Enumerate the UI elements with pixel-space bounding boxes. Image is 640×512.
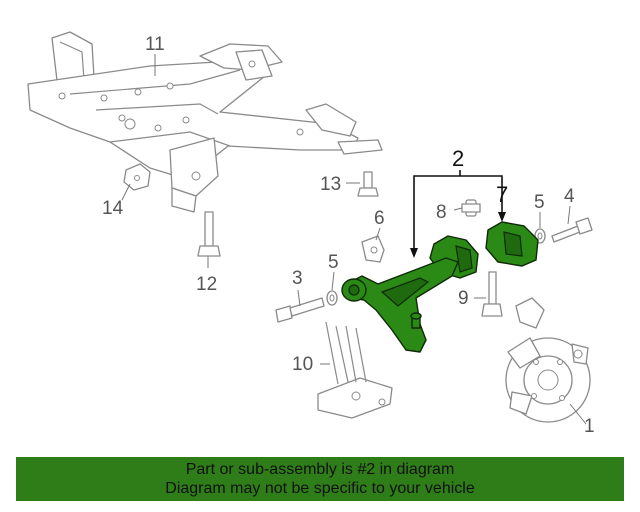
bushing-through-bolt[interactable] bbox=[551, 217, 593, 243]
callout-3: 3 bbox=[292, 268, 303, 289]
control-arm-bushing-highlighted[interactable] bbox=[485, 221, 539, 267]
sensor-bracket[interactable] bbox=[361, 235, 385, 263]
steering-knuckle[interactable] bbox=[505, 297, 591, 423]
callout-5a: 5 bbox=[328, 252, 339, 273]
bushing-bolt-short[interactable] bbox=[461, 199, 481, 217]
callout-9: 9 bbox=[458, 288, 469, 309]
small-bracket[interactable] bbox=[123, 163, 151, 191]
callout-7: 7 bbox=[496, 182, 508, 207]
callout-8: 8 bbox=[436, 202, 447, 223]
callout-6: 6 bbox=[374, 208, 385, 229]
callout-10: 10 bbox=[292, 354, 313, 375]
subframe-crossmember[interactable] bbox=[27, 31, 383, 213]
callout-2-bracket bbox=[410, 170, 506, 258]
parts-diagram: 11 14 12 13 6 8 9 3 5 10 5 4 1 2 7 bbox=[27, 31, 595, 437]
callout-5b: 5 bbox=[534, 192, 545, 213]
subframe-bolt[interactable] bbox=[197, 211, 221, 257]
callout-labels: 11 14 12 13 6 8 9 3 5 10 5 4 1 2 7 bbox=[102, 34, 595, 437]
lower-control-arm-highlighted[interactable] bbox=[341, 235, 479, 353]
upper-bolt[interactable] bbox=[357, 171, 379, 197]
stabilizer-bracket[interactable] bbox=[317, 321, 393, 419]
banner-line-2: Diagram may not be specific to your vehi… bbox=[165, 480, 475, 497]
callout-12: 12 bbox=[196, 274, 217, 295]
bushing-bolt-long[interactable] bbox=[481, 271, 503, 317]
arm-washer[interactable] bbox=[326, 290, 338, 306]
callout-11: 11 bbox=[145, 34, 165, 55]
callout-2: 2 bbox=[452, 146, 464, 171]
banner-line-1: Part or sub-assembly is #2 in diagram bbox=[185, 461, 455, 478]
callout-14: 14 bbox=[102, 198, 124, 219]
callout-1: 1 bbox=[584, 416, 595, 437]
callout-4: 4 bbox=[564, 186, 575, 207]
arm-pivot-bolt[interactable] bbox=[275, 297, 325, 323]
leader-lines bbox=[121, 54, 587, 425]
callout-13: 13 bbox=[320, 174, 341, 195]
info-banner: Part or sub-assembly is #2 in diagram Di… bbox=[16, 457, 624, 501]
